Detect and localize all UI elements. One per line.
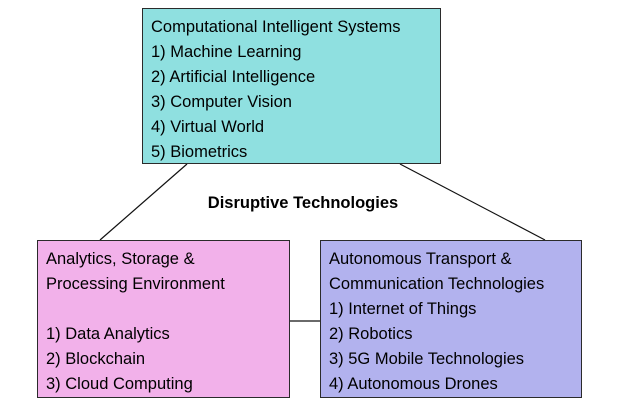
center-label: Disruptive Technologies	[207, 194, 399, 212]
right-box-item: 4) Autonomous Drones	[329, 375, 498, 393]
left-box-item: 1) Data Analytics	[46, 325, 170, 343]
top-box-item: 1) Machine Learning	[151, 43, 302, 61]
left-box-item: 2) Blockchain	[46, 350, 146, 368]
top-box-item: 3) Computer Vision	[151, 93, 292, 111]
autonomous-transport-box: Autonomous Transport & Communication Tec…	[320, 240, 582, 398]
top-box-item: 2) Artificial Intelligence	[151, 68, 316, 86]
top-box-title: Computational Intelligent Systems	[151, 18, 401, 36]
connector-top-to-left	[99, 163, 188, 241]
right-box-title-line: Autonomous Transport &	[329, 250, 512, 268]
left-box-title-line: Analytics, Storage &	[46, 250, 195, 268]
computational-intelligent-systems-box: Computational Intelligent Systems 1) Mac…	[142, 8, 441, 164]
left-box-spacer	[46, 297, 281, 322]
analytics-storage-box: Analytics, Storage & Processing Environm…	[37, 240, 290, 398]
left-box-item: 3) Cloud Computing	[46, 375, 193, 393]
right-box-item: 2) Robotics	[329, 325, 413, 343]
right-box-item: 3) 5G Mobile Technologies	[329, 350, 525, 368]
right-box-item: 1) Internet of Things	[329, 300, 477, 318]
right-box-title-line: Communication Technologies	[329, 275, 545, 293]
top-box-item: 5) Biometrics	[151, 143, 248, 161]
connector-top-to-right	[399, 163, 546, 241]
top-box-item: 4) Virtual World	[151, 118, 265, 136]
left-box-title-line: Processing Environment	[46, 275, 225, 293]
